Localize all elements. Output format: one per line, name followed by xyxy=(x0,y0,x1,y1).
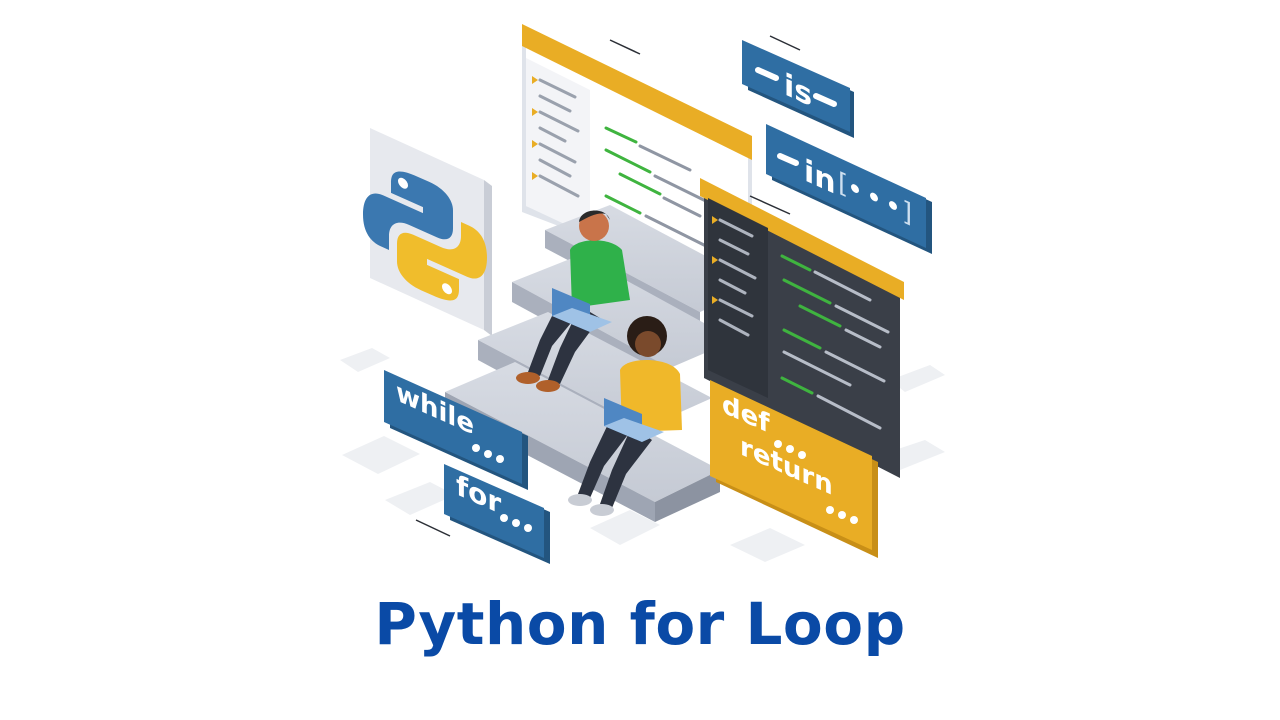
svg-text:]: ] xyxy=(902,196,912,230)
staircase xyxy=(445,205,760,522)
code-editor-dark xyxy=(700,178,904,478)
ellipsis-dots-icon xyxy=(826,506,858,524)
laptop-icon xyxy=(604,398,664,442)
python-logo-card xyxy=(363,128,492,336)
python-illustration: is in [ ] while for def xyxy=(340,24,945,564)
person-green xyxy=(516,210,630,392)
ellipsis-dots-icon xyxy=(500,514,532,532)
ellipsis-dots-icon xyxy=(472,444,504,463)
page-title: Python for Loop xyxy=(374,590,906,658)
keyword-tag-in: in [ ] xyxy=(766,124,932,254)
keyword-tag-is: is xyxy=(742,40,854,138)
floor-tiles xyxy=(340,348,945,562)
keyword-tag-for: for xyxy=(444,464,550,564)
laptop-icon xyxy=(552,288,612,332)
decorative-lines xyxy=(415,35,801,537)
person-yellow xyxy=(568,316,682,516)
ellipsis-dots-icon xyxy=(774,440,806,459)
list-brackets-icon: [ ] xyxy=(838,167,912,230)
svg-text:[: [ xyxy=(838,167,848,201)
keyword-tag-def-return: def return xyxy=(710,380,878,558)
keyword-tag-while: while xyxy=(384,370,528,490)
python-logo-icon xyxy=(363,171,487,301)
code-editor-light xyxy=(522,24,752,300)
